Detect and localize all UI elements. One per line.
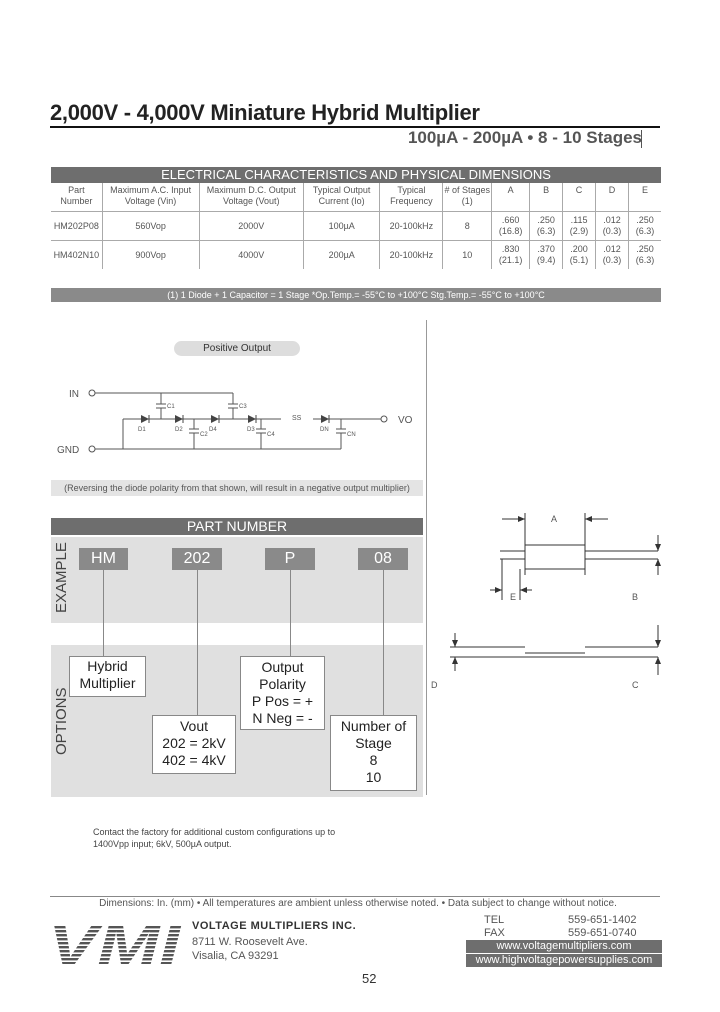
tel-number: 559-651-1402: [568, 914, 637, 926]
part-number-heading: PART NUMBER: [51, 518, 423, 535]
subtitle-divider: [641, 130, 642, 148]
table-cell: .370 (9.4): [529, 240, 563, 269]
connector-polarity: [290, 570, 291, 656]
spec-column-header: Maximum A.C. Input Voltage (Vin): [101, 183, 200, 212]
option-series: Hybrid Multiplier: [69, 656, 146, 697]
label-dn: DN: [320, 427, 329, 433]
label-c4: C4: [267, 432, 275, 438]
table-cell: .660 (16.8): [491, 211, 530, 241]
tel-label: TEL: [484, 914, 505, 926]
spec-column-header: D: [595, 183, 629, 212]
table-cell: 200µA: [302, 240, 380, 269]
company-address-line1: 8711 W. Roosevelt Ave.: [192, 936, 308, 948]
table-cell: 20-100kHz: [379, 240, 443, 269]
spec-column-header: A: [491, 183, 530, 212]
label-d2: D2: [175, 427, 183, 433]
label-vo: VO: [398, 415, 413, 426]
dimension-drawing: A E B D C: [431, 513, 661, 690]
schematic-label: Positive Output: [174, 341, 300, 356]
column-divider: [426, 320, 427, 795]
dimensions-note: Dimensions: In. (mm) • All temperatures …: [99, 898, 617, 909]
fax-label: FAX: [484, 927, 505, 939]
spec-table-header-row: Part Number Maximum A.C. Input Voltage (V…: [51, 183, 661, 212]
table-cell: 10: [442, 240, 492, 269]
connector-series: [103, 570, 104, 656]
label-c3: C3: [239, 404, 247, 410]
example-stages: 08: [358, 548, 408, 570]
spec-table: Part Number Maximum A.C. Input Voltage (V…: [51, 183, 661, 269]
table-cell: 20-100kHz: [379, 211, 443, 241]
example-series: HM: [79, 548, 128, 570]
option-vout: Vout 202 = 2kV 402 = 4kV: [152, 715, 236, 774]
spec-table-heading: ELECTRICAL CHARACTERISTICS AND PHYSICAL …: [51, 167, 661, 183]
label-in: IN: [69, 389, 79, 400]
option-polarity: Output Polarity P Pos = + N Neg = -: [240, 656, 325, 730]
connector-voltage: [197, 570, 198, 715]
table-cell: .250 (6.3): [627, 240, 661, 269]
label-c1: C1: [167, 404, 175, 410]
spec-column-header: Typical Output Current (Io): [302, 183, 380, 212]
spec-table-footnote: (1) 1 Diode + 1 Capacitor = 1 Stage *Op.…: [51, 288, 661, 302]
table-cell: 4000V: [198, 240, 304, 269]
table-cell: .012 (0.3): [595, 211, 629, 241]
table-cell: HM202P08: [51, 211, 103, 241]
table-cell: .250 (6.3): [529, 211, 563, 241]
spec-column-header: # of Stages (1): [442, 183, 492, 212]
website-link-primary[interactable]: www.voltagemultipliers.com: [466, 940, 662, 953]
polarity-note: (Reversing the diode polarity from that …: [51, 480, 423, 496]
footer-rule: [50, 896, 660, 897]
svg-text:VMI: VMI: [48, 918, 182, 968]
dim-label-c: C: [632, 680, 639, 690]
dim-label-b: B: [632, 592, 638, 602]
example-label: EXAMPLE: [53, 542, 70, 613]
label-d4: D4: [209, 427, 217, 433]
page-number: 52: [362, 971, 377, 986]
company-address-line2: Visalia, CA 93291: [192, 950, 279, 962]
spec-column-header: Typical Frequency: [379, 183, 443, 212]
dim-label-e: E: [510, 592, 516, 602]
dim-label-d: D: [431, 680, 438, 690]
spec-column-header: C: [562, 183, 596, 212]
spec-column-header: E: [627, 183, 661, 212]
table-cell: 8: [442, 211, 492, 241]
label-c2: C2: [200, 432, 208, 438]
page-title: 2,000V - 4,000V Miniature Hybrid Multipl…: [50, 100, 480, 125]
title-rule: [50, 126, 660, 128]
label-d3: D3: [247, 427, 255, 433]
vmi-logo: VMI: [48, 918, 182, 968]
multiplier-schematic: C1 C3 D1 D2 C2 D3 C4 D4 DN CN SS IN GND …: [57, 389, 413, 456]
body-outline: [524, 544, 586, 570]
company-name: VOLTAGE MULTIPLIERS INC.: [192, 920, 357, 932]
page-subtitle: 100µA - 200µA • 8 - 10 Stages: [407, 128, 642, 147]
label-ellipsis: SS: [292, 415, 302, 422]
website-link-secondary[interactable]: www.highvoltagepowersupplies.com: [466, 954, 662, 967]
label-d1: D1: [138, 427, 146, 433]
label-gnd: GND: [57, 445, 79, 456]
table-cell: 2000V: [198, 211, 304, 241]
table-cell: .250 (6.3): [627, 211, 661, 241]
fax-number: 559-651-0740: [568, 927, 637, 939]
spec-column-header: Part Number: [60, 185, 93, 206]
table-cell: .200 (5.1): [562, 240, 596, 269]
table-cell: 100µA: [302, 211, 380, 241]
table-cell: .830 (21.1): [491, 240, 530, 269]
table-cell: HM402N10: [51, 240, 103, 269]
table-cell: 900Vop: [101, 240, 200, 269]
table-cell: 560Vop: [101, 211, 200, 241]
custom-config-note: Contact the factory for additional custo…: [93, 827, 336, 849]
spec-column-header: B: [529, 183, 563, 212]
options-label: OPTIONS: [53, 687, 70, 755]
label-cn: CN: [347, 432, 356, 438]
option-stages: Number of Stage 8 10: [330, 715, 417, 791]
connector-stages: [383, 570, 384, 715]
example-voltage: 202: [172, 548, 222, 570]
spec-column-header: Maximum D.C. Output Voltage (Vout): [198, 183, 304, 212]
table-cell: .012 (0.3): [595, 240, 629, 269]
example-polarity: P: [265, 548, 315, 570]
dim-label-a: A: [551, 514, 557, 524]
table-cell: .115 (2.9): [562, 211, 596, 241]
